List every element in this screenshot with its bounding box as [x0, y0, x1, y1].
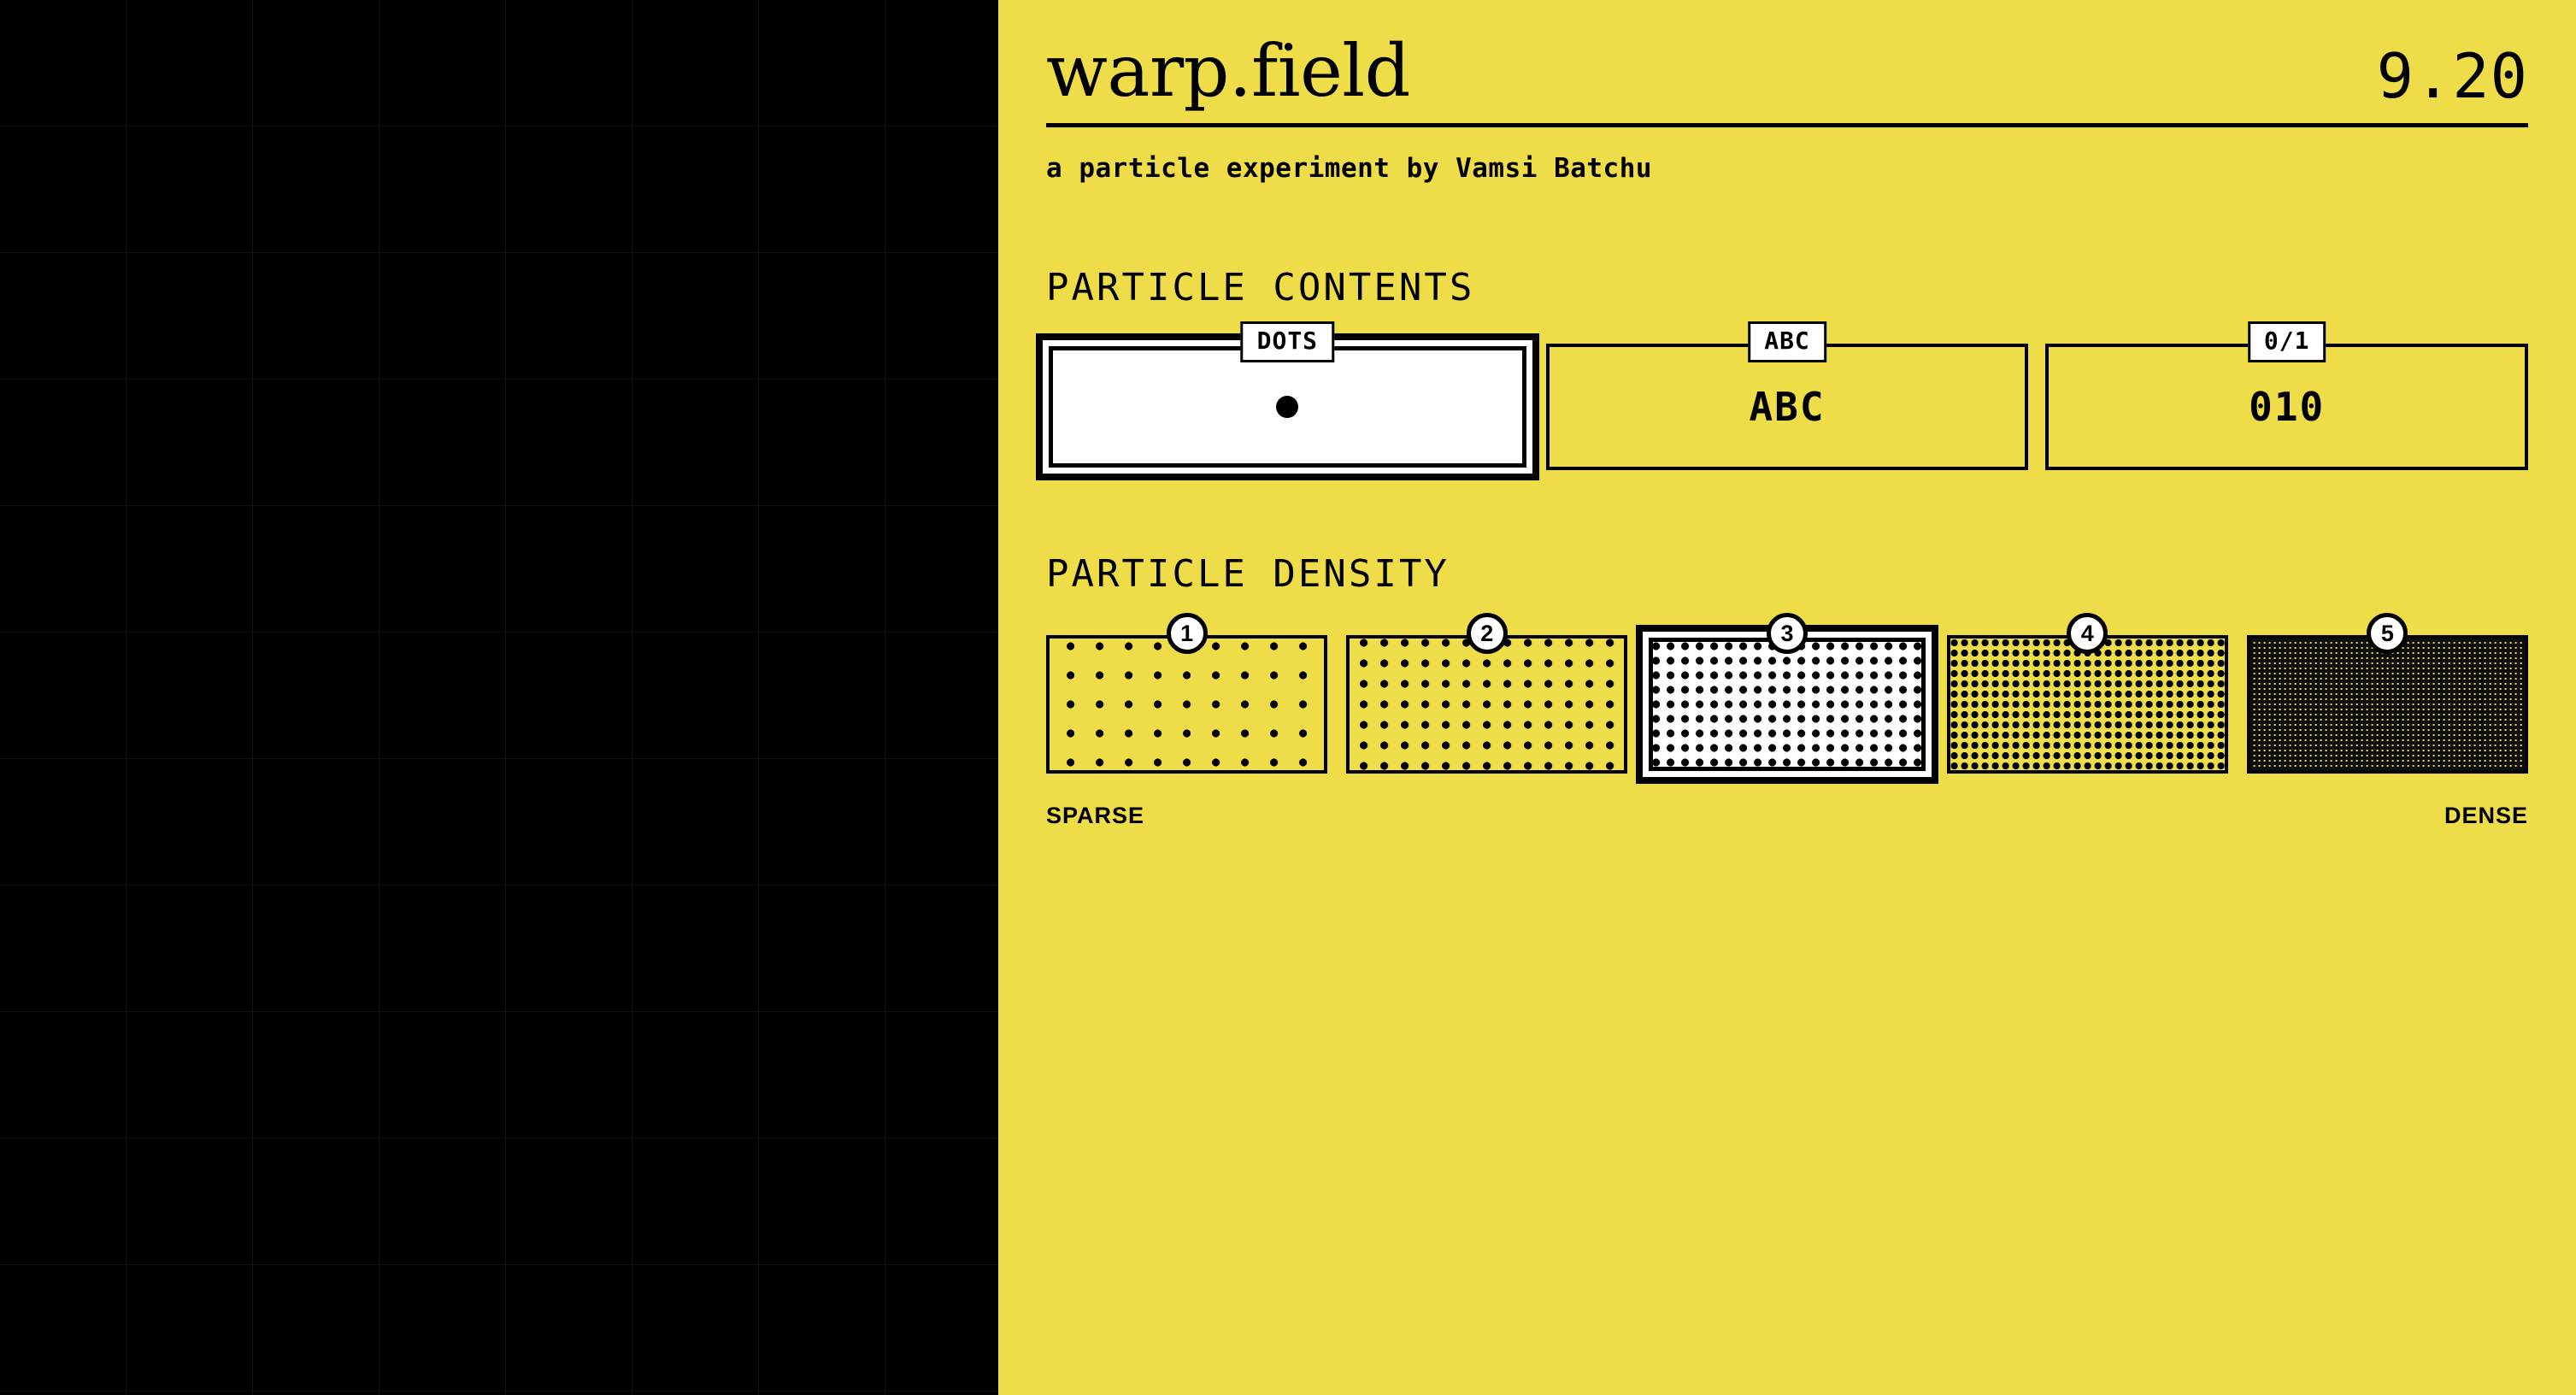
content-option-tab-label: ABC — [1748, 321, 1826, 362]
particle-canvas[interactable] — [0, 0, 998, 1395]
density-swatch-pattern — [1046, 635, 1328, 774]
particle-contents-options: DOTS ABC ABC 0/1 010 — [1036, 321, 2529, 480]
control-panel: warp.field 9.20 a particle experiment by… — [998, 0, 2576, 1395]
content-option-tab-label: DOTS — [1240, 321, 1335, 362]
content-option-abc[interactable]: ABC ABC — [1545, 321, 2029, 470]
density-scale-min-label: SPARSE — [1046, 803, 1145, 828]
panel-subtitle: a particle experiment by Vamsi Batchu — [1046, 153, 1653, 184]
content-option-0-1[interactable]: 0/1 010 — [2045, 321, 2529, 470]
density-swatch-pattern — [2246, 635, 2529, 774]
dot-preview-icon — [1276, 396, 1299, 418]
particle-density-options: 1 2 3 4 5 — [1046, 613, 2529, 784]
density-level-badge: 5 — [2367, 613, 2408, 654]
content-option-tab-label: 0/1 — [2247, 321, 2326, 362]
density-option-5[interactable]: 5 — [2246, 613, 2529, 774]
density-scale-legend: SPARSE DENSE — [1046, 803, 2528, 860]
canvas-grid-overlay — [0, 0, 998, 1395]
content-option-dots[interactable]: DOTS — [1036, 321, 1539, 480]
particle-density-section: PARTICLE DENSITY 1 2 3 4 5 SPARSE DENSE — [1046, 552, 2529, 860]
particle-contents-heading: PARTICLE CONTENTS — [1046, 266, 1475, 309]
density-option-2[interactable]: 2 — [1346, 613, 1628, 774]
app-title: warp.field — [1046, 28, 1410, 113]
density-level-badge: 2 — [1466, 613, 1508, 654]
density-scale-max-label: DENSE — [2444, 803, 2528, 828]
density-level-badge: 4 — [2067, 613, 2108, 654]
density-level-badge: 3 — [1767, 613, 1808, 654]
panel-header: warp.field 9.20 — [1046, 0, 2528, 113]
content-option-preview: ABC — [1749, 384, 1826, 430]
density-level-badge: 1 — [1166, 613, 1208, 654]
density-option-4[interactable]: 4 — [1946, 613, 2228, 774]
version-number: 9.20 — [2376, 39, 2528, 112]
density-swatch-pattern — [1346, 635, 1628, 774]
particle-contents-section: PARTICLE CONTENTS DOTS ABC ABC 0/1 010 — [1036, 266, 2529, 480]
particle-density-heading: PARTICLE DENSITY — [1046, 552, 1450, 596]
density-option-3[interactable]: 3 — [1636, 613, 1938, 784]
density-option-1[interactable]: 1 — [1046, 613, 1328, 774]
density-swatch-pattern — [1946, 635, 2228, 774]
content-option-preview: 010 — [2249, 384, 2326, 430]
header-divider — [1046, 123, 2528, 127]
